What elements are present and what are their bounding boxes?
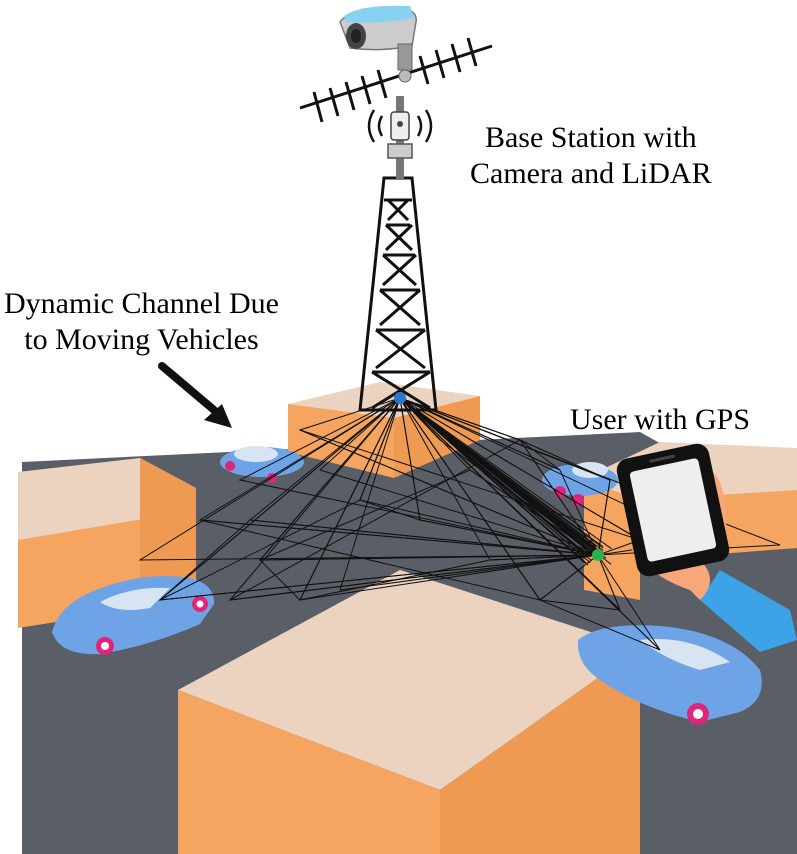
lidar-sensor-icon <box>367 109 433 143</box>
building-front <box>178 570 640 854</box>
ray-path <box>399 397 599 556</box>
tower-icon <box>358 176 438 412</box>
ray-path <box>399 397 599 556</box>
mast-base <box>387 143 413 159</box>
ray-path <box>399 397 597 548</box>
ray-path <box>238 397 599 556</box>
surveillance-camera-icon <box>339 5 417 83</box>
base-station-label-line1: Base Station with <box>484 121 697 154</box>
ray-path <box>299 397 599 601</box>
ray-path <box>319 397 599 556</box>
yagi-antenna-icon <box>299 37 493 123</box>
ray-path <box>399 397 585 554</box>
ray-path <box>159 397 599 601</box>
ray-path <box>399 397 604 559</box>
ray-path <box>138 397 599 561</box>
dynamic-channel-label: Dynamic Channel Due to Moving Vehicles <box>4 286 279 358</box>
ray-path <box>399 397 586 564</box>
smartphone-icon <box>616 443 730 577</box>
car-left <box>52 576 215 655</box>
user-label: User with GPS <box>570 402 750 438</box>
ray-bundle <box>138 397 781 651</box>
ray-path <box>259 397 599 561</box>
user-gps-marker <box>592 549 604 561</box>
base-station-label-line2: Camera and LiDAR <box>470 157 712 190</box>
base-station-label: Base Station with Camera and LiDAR <box>470 120 712 192</box>
ray-path <box>229 397 599 601</box>
base-station-emitter <box>394 392 406 404</box>
building-back-left <box>18 458 196 628</box>
ray-path <box>399 397 599 556</box>
user-label-text: User with GPS <box>570 403 751 436</box>
ray-path <box>339 397 599 591</box>
ray-path <box>299 397 641 556</box>
ray-path <box>399 397 621 611</box>
ray-path <box>159 397 599 601</box>
car-right-front <box>577 625 762 725</box>
ray-path <box>399 397 661 651</box>
arrow-icon <box>158 362 232 428</box>
dynamic-channel-label-line2: to Moving Vehicles <box>24 323 259 356</box>
dynamic-channel-label-line1: Dynamic Channel Due <box>4 287 279 320</box>
